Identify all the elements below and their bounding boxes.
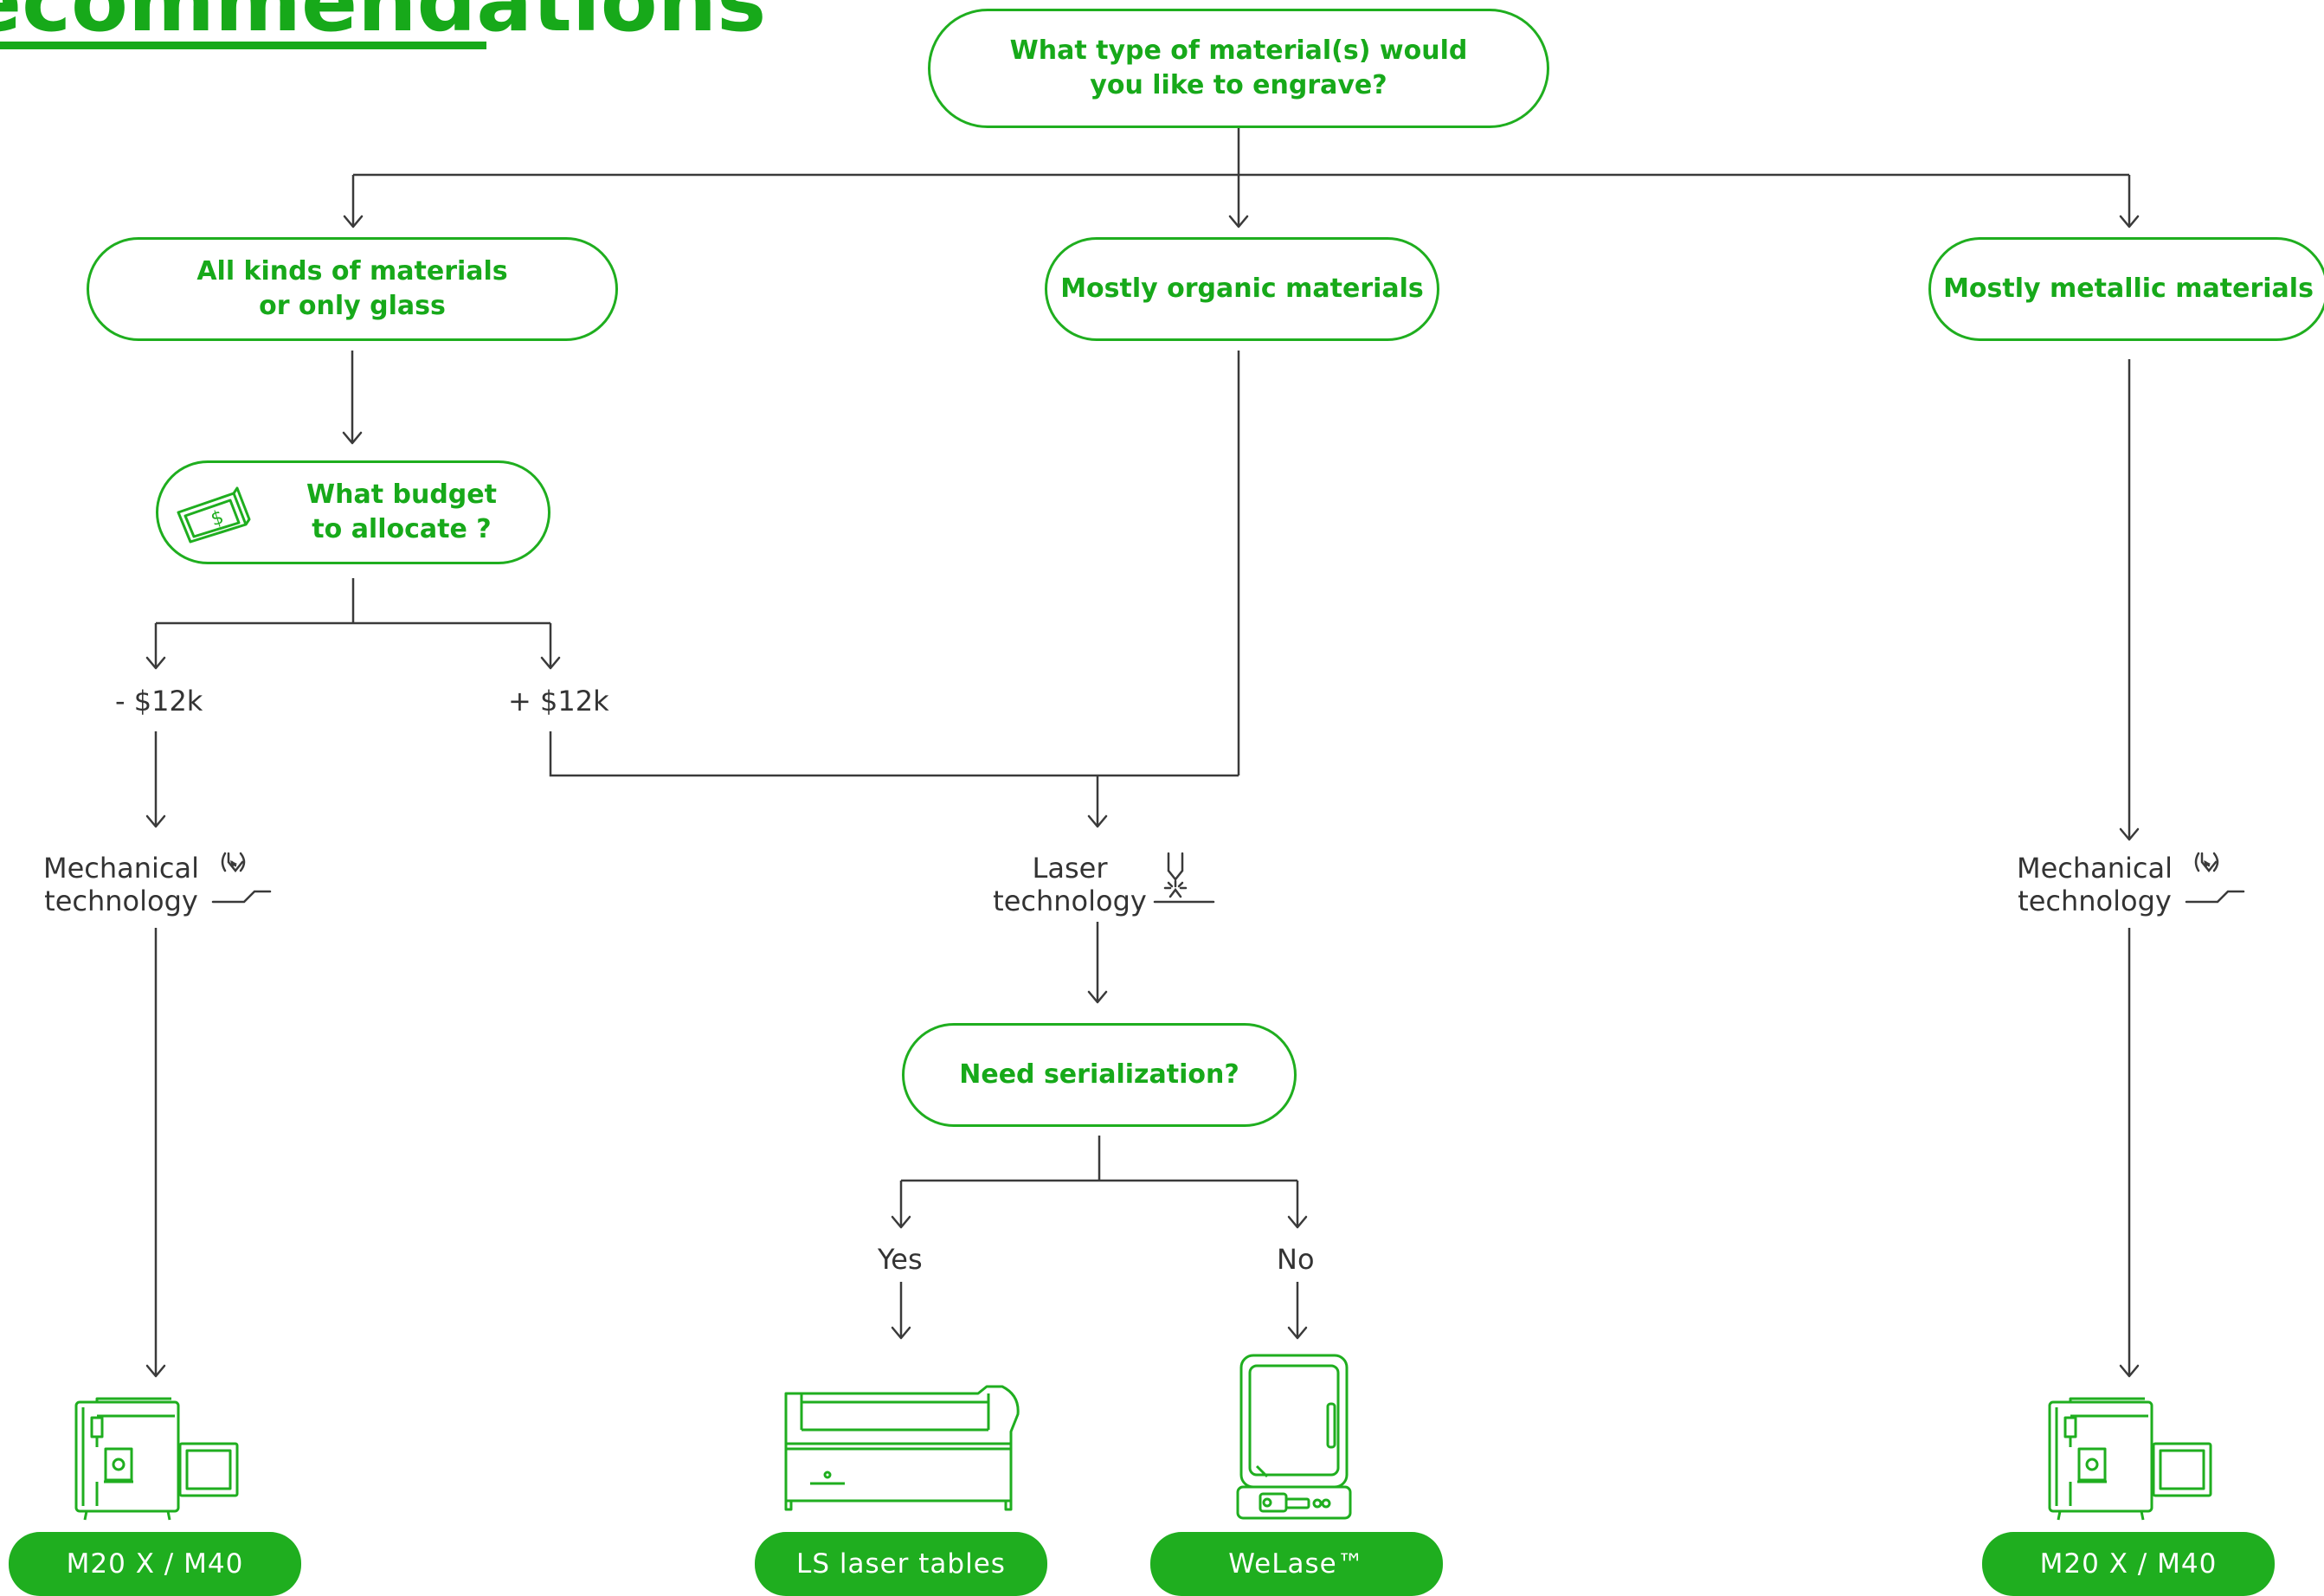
material-question-line1: What type of material(s) would: [1009, 35, 1468, 66]
mechanical-engraving-icon: [211, 852, 272, 904]
m20x-machine-illustration-left: [74, 1397, 239, 1521]
all-materials-line1: All kinds of materials: [196, 256, 508, 286]
svg-text:$: $: [209, 506, 227, 531]
serialization-question-node: Need serialization?: [902, 1023, 1297, 1127]
money-bill-icon: $: [177, 486, 251, 544]
laser-line1: Laser: [1032, 852, 1108, 885]
mechanical-technology-right: Mechanical technology: [2010, 852, 2179, 917]
all-materials-line2: or only glass: [259, 291, 446, 321]
budget-question-node: What budget to allocate ?: [156, 460, 550, 564]
organic-materials-label: Mostly organic materials: [1060, 274, 1424, 304]
serialization-no-label: No: [1277, 1243, 1315, 1276]
serialization-yes-label: Yes: [878, 1243, 923, 1276]
mechanical-technology-left: Mechanical technology: [36, 852, 206, 917]
m20x-machine-illustration-right: [2048, 1397, 2212, 1521]
all-materials-node: All kinds of materials or only glass: [87, 237, 618, 341]
material-question-node: What type of material(s) would you like …: [928, 9, 1549, 128]
page-heading: ecommendations: [0, 0, 767, 50]
laser-engraving-icon: [1153, 852, 1215, 904]
budget-low-label: - $12k: [115, 685, 203, 718]
laser-technology: Laser technology: [985, 852, 1155, 917]
mechanical-engraving-icon: [2185, 852, 2245, 904]
budget-question-line1: What budget: [306, 479, 497, 510]
mechanical-right-line1: Mechanical: [2016, 852, 2173, 885]
mechanical-left-line1: Mechanical: [42, 852, 200, 885]
laser-line2: technology: [993, 885, 1147, 917]
ls-laser-table-illustration: [784, 1385, 1020, 1511]
heading-underline: [0, 42, 486, 49]
organic-materials-node: Mostly organic materials: [1045, 237, 1439, 341]
result-ls-laser-tables[interactable]: LS laser tables: [755, 1532, 1047, 1596]
mechanical-left-line2: technology: [44, 885, 198, 917]
result-m20x-m40-right[interactable]: M20 X / M40: [1982, 1532, 2275, 1596]
metallic-materials-node: Mostly metallic materials: [1928, 237, 2324, 341]
serialization-label: Need serialization?: [959, 1059, 1239, 1090]
budget-question-line2: to allocate ?: [312, 514, 492, 544]
mechanical-right-line2: technology: [2018, 885, 2172, 917]
material-question-line2: you like to engrave?: [1090, 70, 1387, 100]
metallic-materials-label: Mostly metallic materials: [1943, 274, 2314, 304]
result-m20x-m40-left[interactable]: M20 X / M40: [9, 1532, 301, 1596]
welase-machine-illustration: [1236, 1354, 1352, 1520]
budget-high-label: + $12k: [508, 685, 609, 718]
result-welase[interactable]: WeLase™: [1150, 1532, 1443, 1596]
